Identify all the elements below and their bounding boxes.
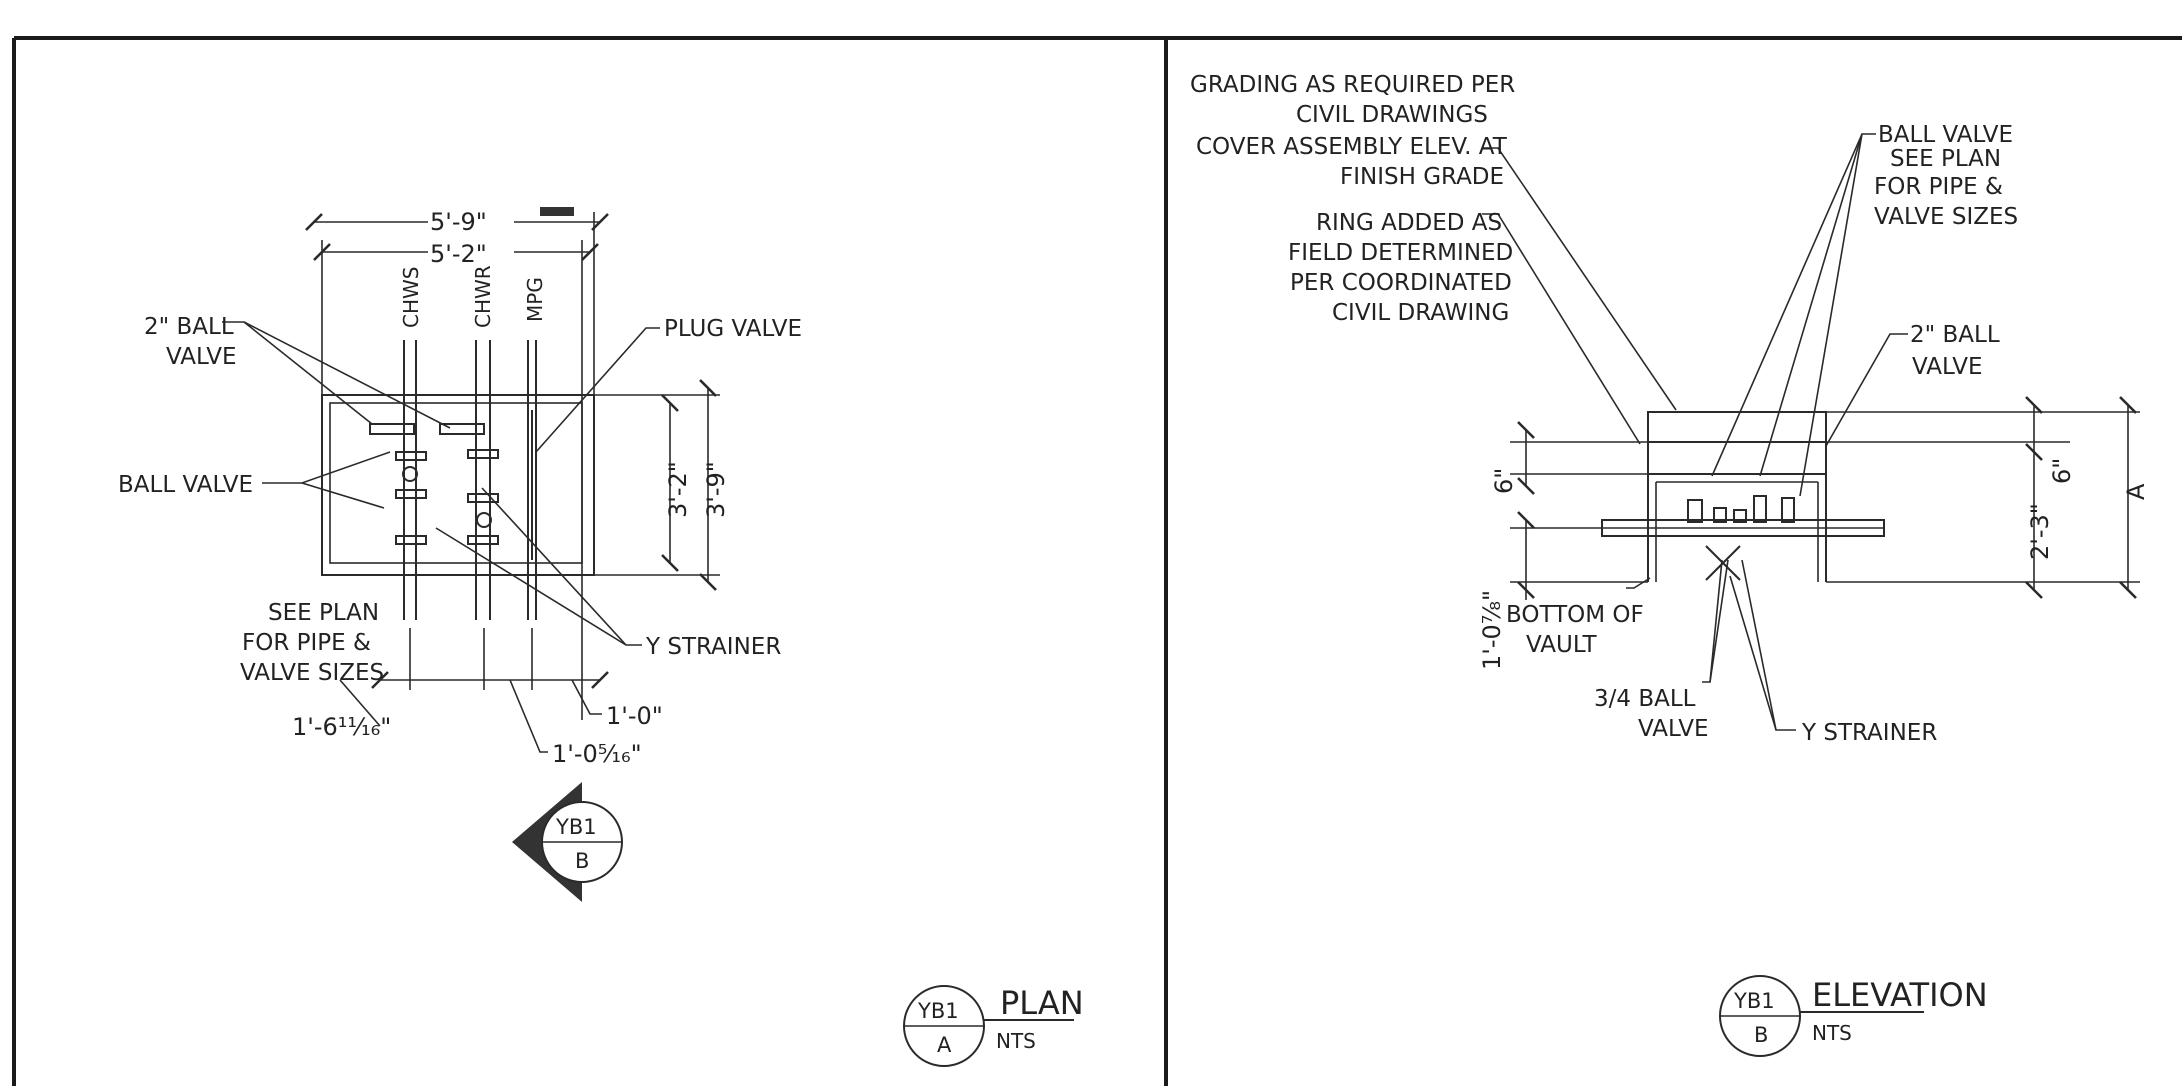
callout-y-strainer-elev: Y STRAINER: [1801, 720, 1937, 746]
dim-inner-width: 5'-2": [430, 240, 487, 268]
callout-grading-line4: FINISH GRADE: [1340, 164, 1504, 190]
elevation-title-sheet: B: [1754, 1023, 1768, 1047]
dim-overall-width: 5'-9": [430, 208, 487, 236]
dim-spacing-c: 1'-0": [606, 702, 663, 730]
section-marker-id: YB1: [555, 815, 597, 839]
elevation-title-id: YB1: [1733, 989, 1775, 1013]
dim-left-6: 6": [1490, 468, 1518, 494]
plan-spacing-dims: [339, 628, 609, 753]
callout-3-4-ball-valve-line2: VALVE: [1638, 716, 1709, 742]
callout-2in-ball-valve-line2: VALVE: [166, 344, 237, 370]
callout-2in-ball-valve-line1: 2" BALL: [144, 314, 234, 340]
dim-spacing-b: 1'-0⁵⁄₁₆": [552, 740, 642, 768]
callout-ball-valve: BALL VALVE: [118, 472, 253, 498]
elevation-title-bubble: [1719, 975, 1924, 1057]
pipe-chws: [403, 340, 417, 620]
callout-ring-line4: CIVIL DRAWING: [1332, 300, 1509, 326]
callout-grading-line2: CIVIL DRAWINGS: [1296, 102, 1488, 128]
elevation-title-scale: NTS: [1812, 1021, 1852, 1045]
dim-left-depth: 1'-0⁷⁄₈": [1478, 590, 1506, 670]
callout-grading-line3: COVER ASSEMBLY ELEV. AT: [1196, 134, 1508, 160]
section-marker-sheet: B: [575, 849, 589, 873]
pipe-label-chwr: CHWR: [471, 265, 495, 328]
callout-2in-ball-valve-line2-elev: VALVE: [1912, 354, 1983, 380]
plan-title-bubble: [903, 985, 1074, 1067]
pipe-chwr: [475, 340, 491, 620]
plan-view: CHWS CHWR MPG 5'-9" 5'-2" 3'-2" 3'-9": [118, 206, 1084, 1067]
sheet-border: [12, 36, 2182, 1086]
pipe-mpg: [527, 240, 583, 720]
callout-ball-valve-line2: SEE PLAN: [1890, 146, 2001, 172]
callout-ball-valve-line4: VALVE SIZES: [1874, 204, 2018, 230]
elevation-pipe: [1601, 495, 1885, 581]
north-marker: [540, 207, 574, 216]
pipe-label-mpg: MPG: [523, 277, 547, 322]
callout-ring-line1: RING ADDED AS: [1316, 210, 1502, 236]
vault-outer: [321, 394, 595, 576]
callout-ball-valve-line3: FOR PIPE &: [1874, 174, 2003, 200]
dim-inner-height: 3'-2": [664, 461, 692, 518]
elevation-right-dims: [1826, 396, 2140, 599]
elevation-leaders: [1482, 133, 1908, 731]
dim-right-6: 6": [2048, 458, 2076, 484]
callout-grading-line1: GRADING AS REQUIRED PER: [1190, 72, 1515, 98]
callout-see-plan-line2: FOR PIPE &: [242, 630, 371, 656]
dim-outer-height: 3'-9": [702, 461, 730, 518]
elevation-title: ELEVATION: [1812, 976, 1988, 1014]
plan-title-sheet: A: [937, 1033, 952, 1057]
plan-leaders: [222, 321, 660, 646]
callout-3-4-ball-valve-line1: 3/4 BALL: [1594, 686, 1696, 712]
elevation-left-dims: [1510, 421, 1648, 600]
callout-bottom-of-vault-line2: VAULT: [1526, 632, 1597, 658]
callout-ring-line2: FIELD DETERMINED: [1288, 240, 1513, 266]
callout-ring-line3: PER COORDINATED: [1290, 270, 1512, 296]
plan-title: PLAN: [1000, 984, 1084, 1022]
adjustment-ring: [1647, 441, 1827, 475]
callout-2in-ball-valve-line1-elev: 2" BALL: [1910, 322, 2000, 348]
callout-see-plan-line3: VALVE SIZES: [240, 660, 384, 686]
callout-y-strainer: Y STRAINER: [645, 634, 781, 660]
callout-ball-valve-line1: BALL VALVE: [1878, 122, 2013, 148]
dim-overall-a: A: [2122, 483, 2150, 500]
plan-height-dims: [594, 379, 720, 591]
plan-title-id: YB1: [917, 999, 959, 1023]
plan-valves: [369, 410, 533, 560]
section-marker: [512, 782, 623, 902]
vault-inner: [329, 402, 583, 564]
pipe-label-chws: CHWS: [399, 267, 423, 328]
elevation-view: 6" 1'-0⁷⁄₈" 6" 2'-3" A: [1190, 72, 2150, 1057]
callout-bottom-of-vault-line1: BOTTOM OF: [1506, 602, 1644, 628]
callout-see-plan-line1: SEE PLAN: [268, 600, 379, 626]
dim-spacing-a: 1'-6¹¹⁄₁₆": [292, 713, 391, 741]
cover-assembly: [1647, 411, 1827, 443]
dim-right-depth: 2'-3": [2026, 503, 2054, 560]
callout-plug-valve: PLUG VALVE: [664, 316, 802, 342]
plan-title-scale: NTS: [996, 1029, 1036, 1053]
